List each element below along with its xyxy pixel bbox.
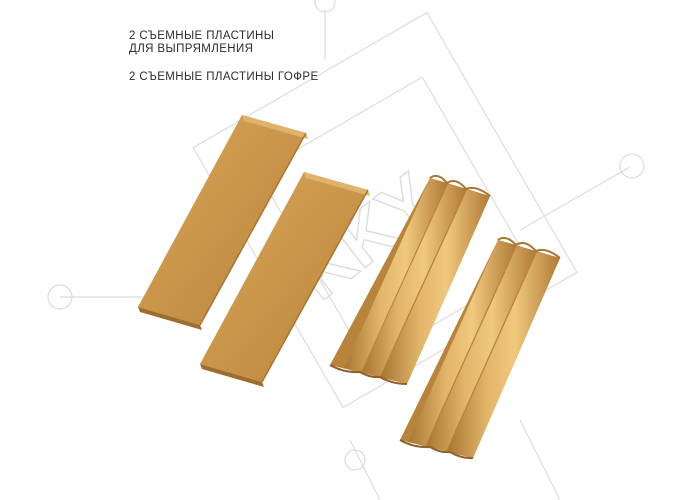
caption-corrugated-plates: 2 СЪЕМНЫЕ ПЛАСТИНЫ ГОФРЕ — [129, 71, 319, 83]
corrugated-plate-1 — [329, 174, 491, 385]
caption-straightening-plates-line1: 2 СЪЕМНЫЕ ПЛАСТИНЫ — [129, 30, 275, 42]
flat-plate-1 — [138, 115, 308, 330]
corrugated-plate-2 — [399, 236, 561, 460]
caption-straightening-plates-line2: ДЛЯ ВЫПРЯМЛЕНИЯ — [129, 43, 254, 55]
flat-plate-2 — [200, 172, 370, 387]
